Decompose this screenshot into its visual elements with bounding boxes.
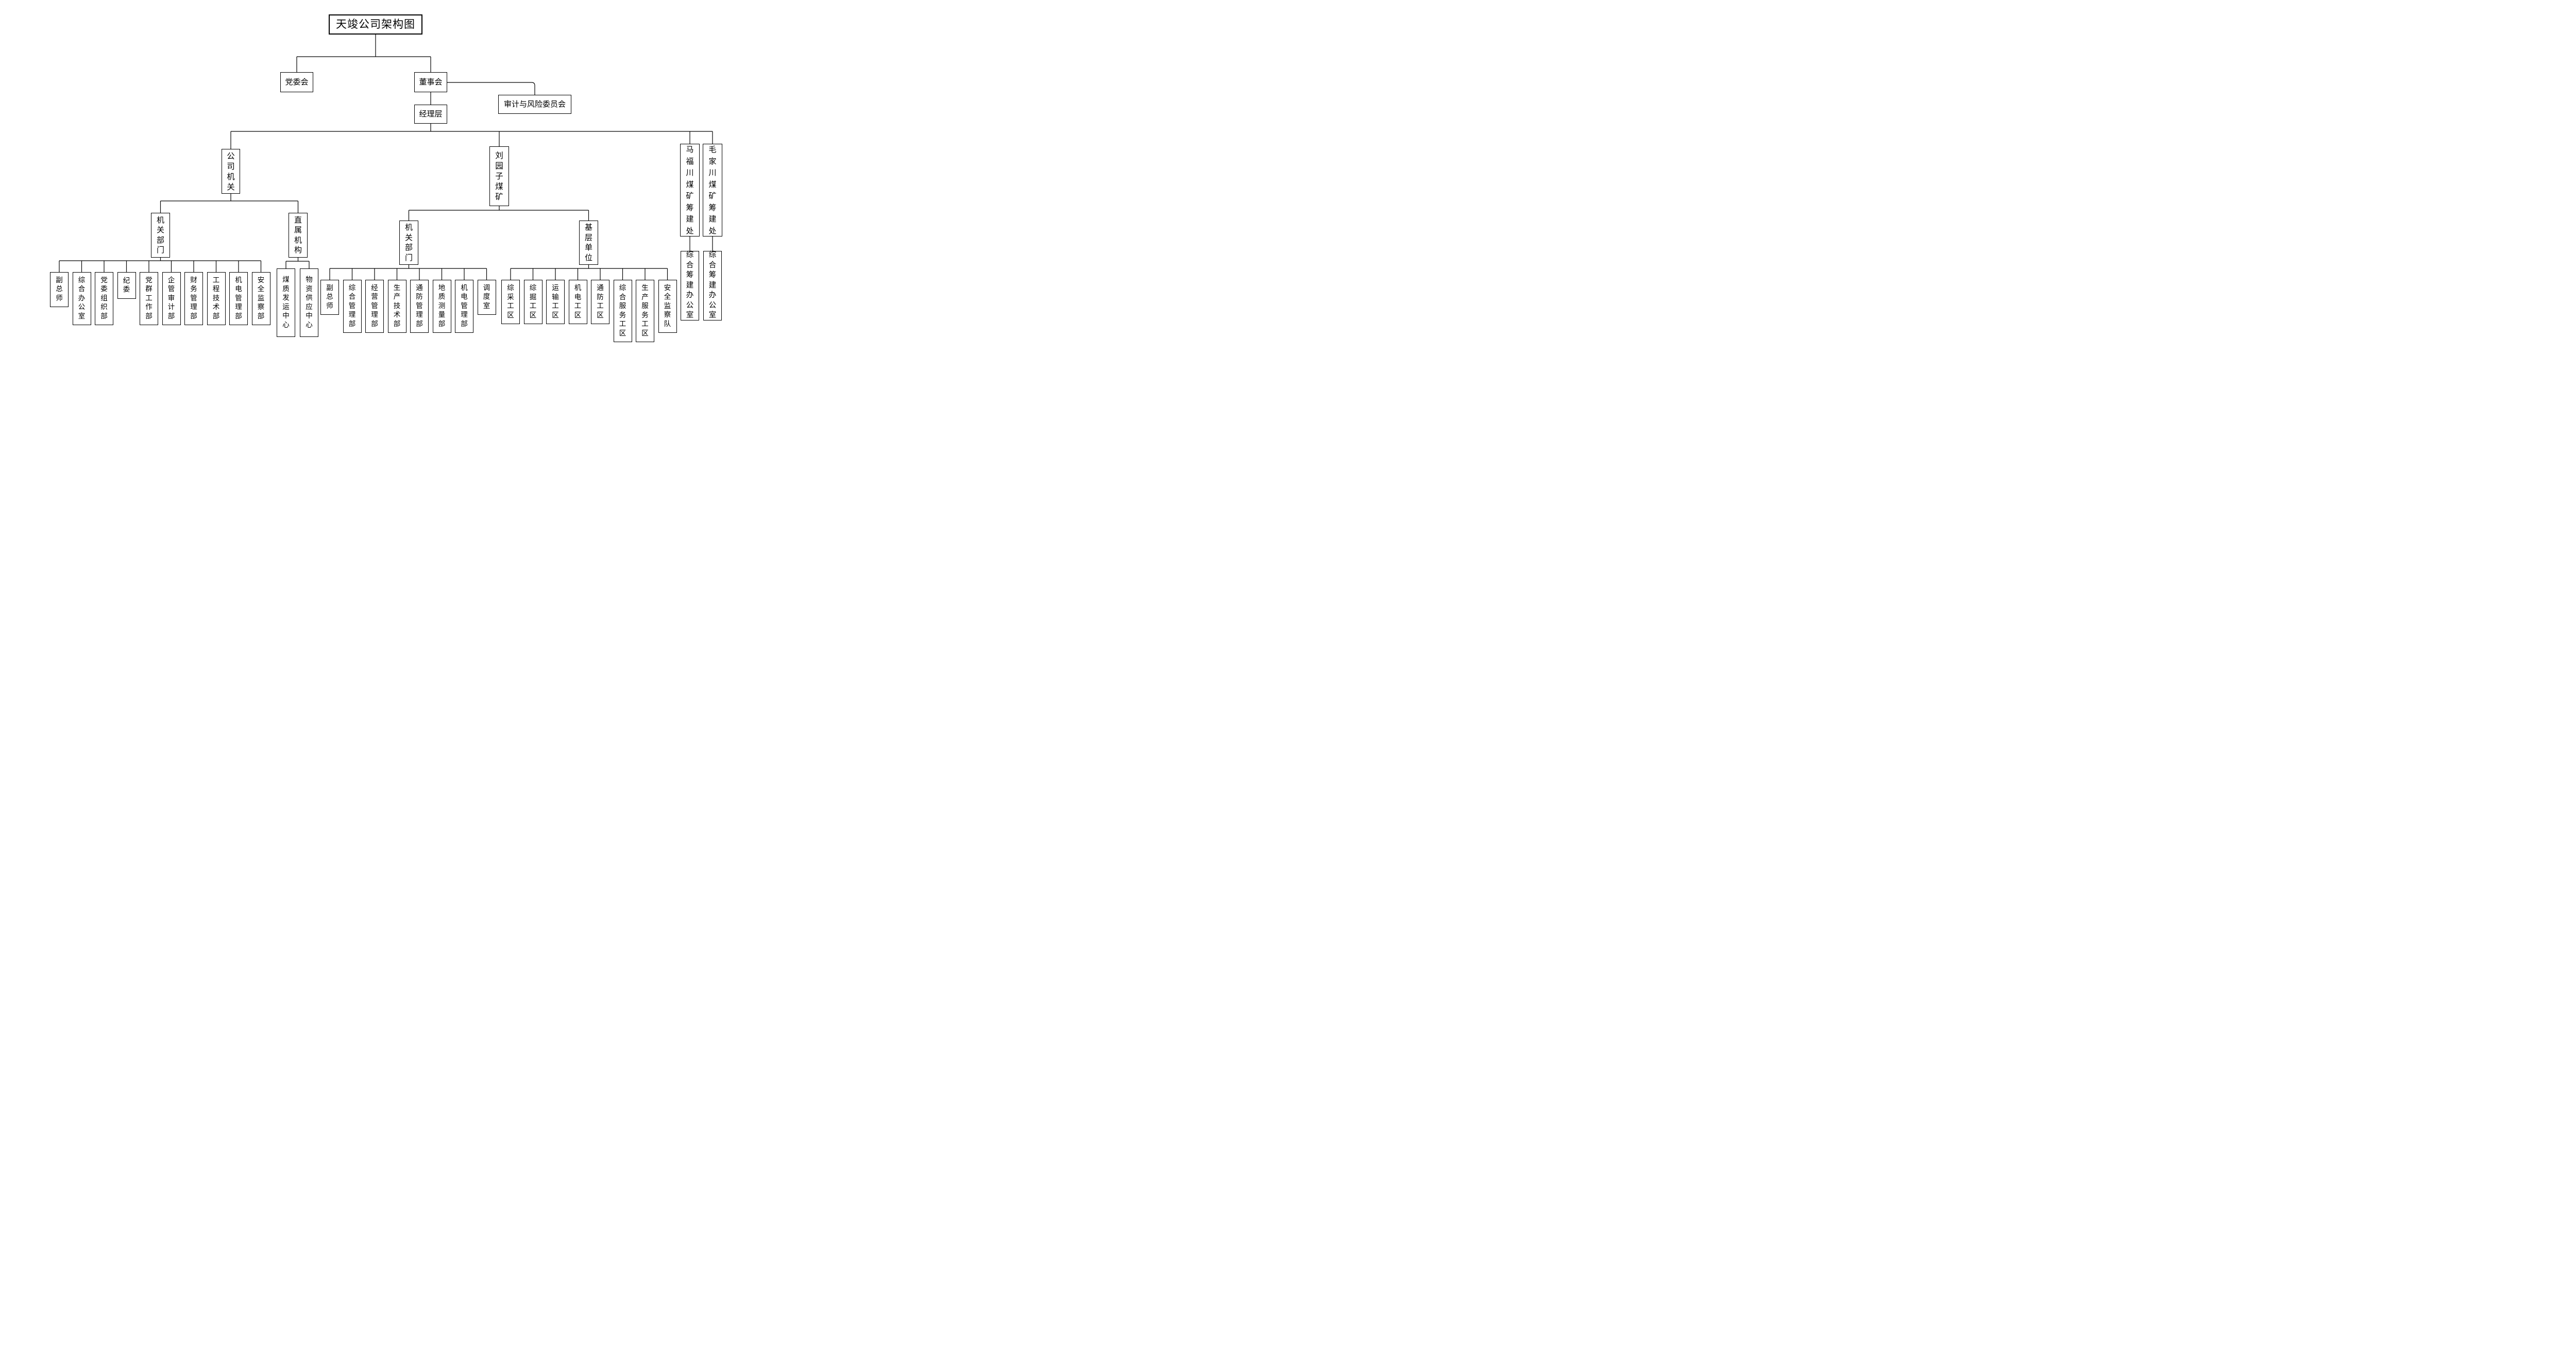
node-direct-units-group: 直属机构 <box>289 213 308 258</box>
node-grassroots-units-group: 基层单位 <box>579 221 598 265</box>
node-material-supply-center: 物资供应中心 <box>300 268 318 337</box>
node-production-tech-dept: 生产技术部 <box>387 280 406 333</box>
node-finance-mgmt-dept: 财务管理部 <box>184 272 203 325</box>
node-production-service-work-area: 生产服务工区 <box>636 280 654 342</box>
chart-title: 天竣公司架构图 <box>329 14 422 35</box>
node-dispatch-office: 调度室 <box>477 280 496 315</box>
node-deputy-chief-engineer-mine: 副总师 <box>320 280 339 315</box>
node-maojiachuan-prep-dept: 毛家川煤矿筹建处 <box>703 144 722 237</box>
node-operations-mgmt-dept: 经营管理部 <box>365 280 384 333</box>
node-general-office: 综合办公室 <box>72 272 91 325</box>
node-deputy-chief-engineer-hq: 副总师 <box>50 272 69 307</box>
node-safety-supervision-dept: 安全监察部 <box>251 272 270 325</box>
node-mechatronics-mgmt-dept-mine: 机电管理部 <box>455 280 473 333</box>
node-party-committee: 党委会 <box>280 72 313 92</box>
node-general-mgmt-dept: 综合管理部 <box>343 280 362 333</box>
node-enterprise-audit-dept: 企管审计部 <box>162 272 181 325</box>
node-ventilation-mgmt-dept: 通防管理部 <box>410 280 429 333</box>
node-mechatronics-work-area: 机电工区 <box>568 280 587 324</box>
node-coal-quality-dispatch-center: 煤质发运中心 <box>277 268 295 337</box>
node-mafuchuan-prep-office: 综合筹建办公室 <box>681 251 699 320</box>
node-general-service-work-area: 综合服务工区 <box>613 280 632 342</box>
node-board-of-directors: 董事会 <box>414 72 447 92</box>
node-hq-departments-group: 机关部门 <box>151 213 170 258</box>
node-fully-mechanized-mining-area: 综采工区 <box>501 280 520 324</box>
node-party-organization-dept: 党委组织部 <box>95 272 113 325</box>
node-safety-supervision-team: 安全监察队 <box>658 280 677 333</box>
node-mafuchuan-prep-dept: 马福川煤矿筹建处 <box>680 144 700 237</box>
connector-lines <box>59 35 713 280</box>
node-maojiachuan-prep-office: 综合筹建办公室 <box>703 251 722 320</box>
node-engineering-tech-dept: 工程技术部 <box>207 272 226 325</box>
node-excavation-work-area: 综掘工区 <box>523 280 543 324</box>
node-party-mass-work-dept: 党群工作部 <box>140 272 158 325</box>
node-audit-risk-committee: 审计与风险委员会 <box>498 95 571 114</box>
node-mine-departments-group: 机关部门 <box>399 221 418 265</box>
node-management-layer: 经理层 <box>414 105 447 124</box>
node-geology-survey-dept: 地质测量部 <box>432 280 451 333</box>
node-mechatronics-mgmt-dept-hq: 机电管理部 <box>229 272 248 325</box>
node-liuyuanzi-mine: 刘园子煤矿 <box>489 146 509 206</box>
org-chart: 天竣公司架构图 党委会 董事会 审计与风险委员会 经理层 公司机关 刘园子煤矿 … <box>0 0 796 351</box>
node-discipline-committee: 纪委 <box>117 272 136 299</box>
node-transport-work-area: 运输工区 <box>546 280 565 324</box>
node-ventilation-work-area: 通防工区 <box>591 280 609 324</box>
node-company-hq: 公司机关 <box>222 149 240 194</box>
